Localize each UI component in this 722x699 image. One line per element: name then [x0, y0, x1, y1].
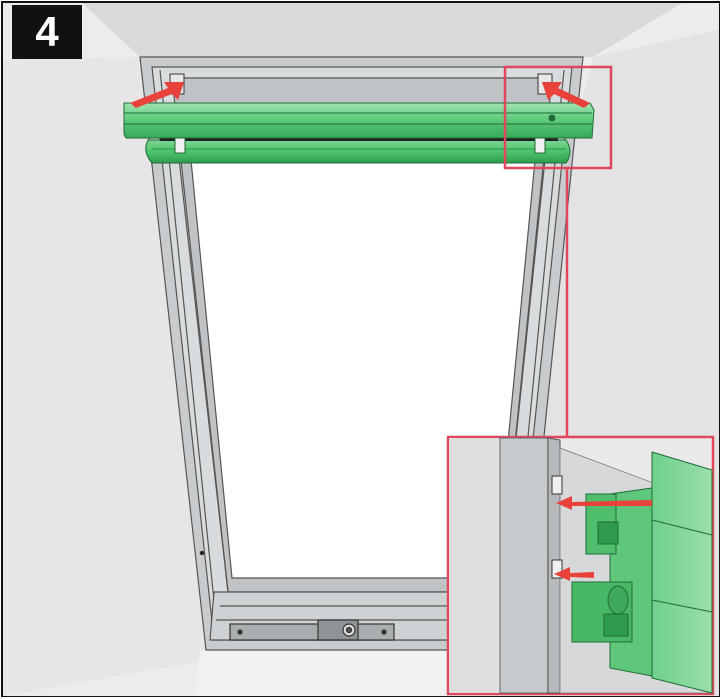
window-handle: [229, 619, 395, 641]
arrow-icon: [542, 82, 590, 108]
frame-screw: [199, 550, 205, 556]
arrow-icon: [554, 567, 594, 581]
top-rail: [123, 102, 595, 139]
step-number-badge: 4: [12, 5, 82, 59]
arrow-icon: [556, 496, 652, 510]
highlight-box: [503, 65, 613, 170]
detail-arrows: [554, 496, 652, 581]
top-arrows: [130, 82, 590, 108]
arrow-icon: [130, 82, 184, 108]
detail-inset: [446, 435, 715, 696]
